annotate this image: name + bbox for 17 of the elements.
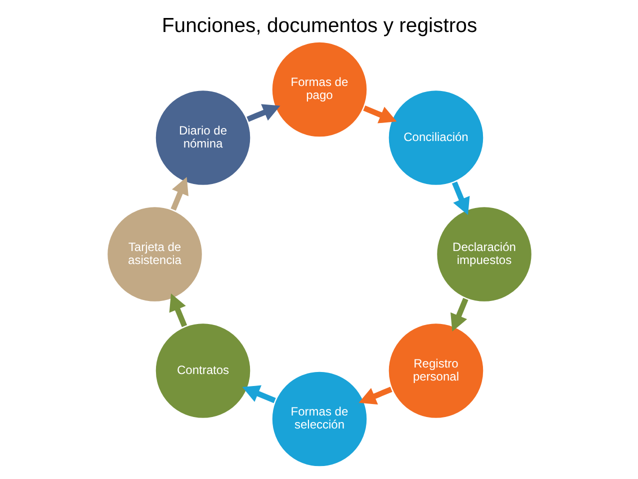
node-circle: Diario de nómina — [154, 88, 252, 187]
node-circle: Tarjeta de asistencia — [105, 205, 204, 304]
arrow — [242, 385, 276, 404]
node-circle: Declaración impuestos — [434, 205, 533, 304]
node-circle: Registro personal — [386, 322, 484, 420]
node-circle: Conciliación — [386, 88, 484, 187]
arrow — [168, 294, 187, 328]
node-circle: Contratos — [154, 322, 252, 420]
node-circle: Formas de selección — [270, 370, 368, 468]
arrow — [450, 298, 468, 332]
arrow — [246, 104, 280, 122]
diagram-title: Funciones, documentos y registros — [161, 14, 477, 37]
arrow — [358, 386, 392, 405]
arrow — [170, 177, 188, 211]
arrow — [451, 181, 470, 216]
arrow — [362, 106, 396, 124]
node-circle: Formas de pago — [270, 40, 368, 139]
